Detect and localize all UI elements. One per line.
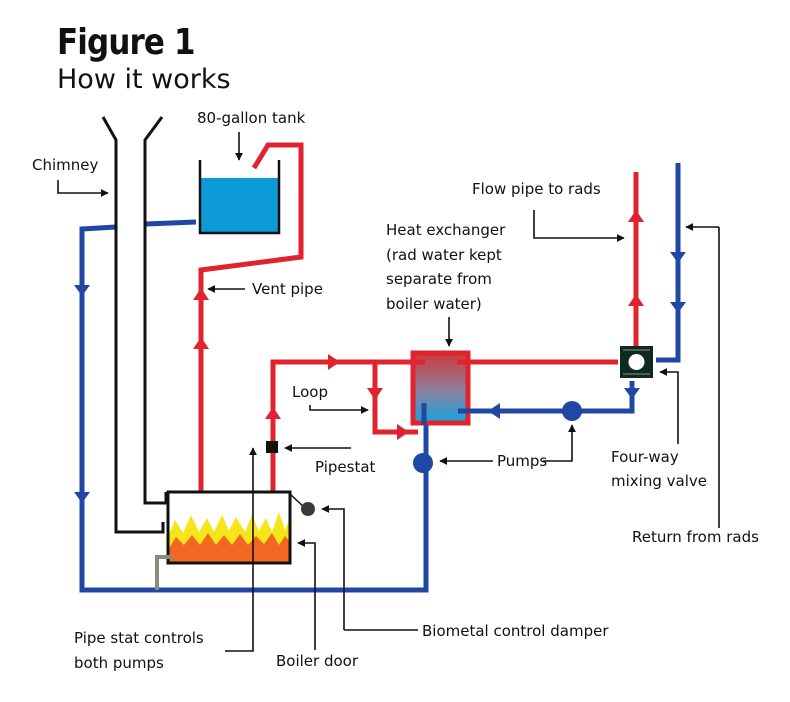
label-boiler-door: Boiler door	[276, 652, 359, 670]
flow-arrow-right	[328, 354, 340, 370]
gray-drain-pipe	[155, 555, 173, 590]
label-pipe-stat-controls-1: Pipe stat controls	[74, 629, 204, 647]
flow-arrow-down	[670, 302, 686, 313]
label-damper: Biometal control damper	[422, 622, 609, 640]
flow-arrow-up	[193, 337, 209, 349]
leader-lines	[57, 132, 719, 652]
hot-flow-arrows	[193, 210, 644, 440]
label-vent-pipe: Vent pipe	[252, 280, 323, 298]
flow-arrow-down	[367, 388, 383, 400]
leader-flow-pipe	[533, 210, 625, 242]
chimney	[101, 116, 168, 534]
boiler	[155, 490, 315, 590]
tank-outline	[198, 160, 281, 235]
flame-orange	[168, 533, 290, 563]
cold-flow-arrows	[74, 252, 686, 503]
label-chimney: Chimney	[32, 156, 98, 174]
label-heat-exchanger-4: boiler water)	[386, 295, 482, 313]
leader-pipe-stat-controls	[225, 447, 257, 652]
flow-arrow-right	[397, 424, 409, 440]
leader-damper	[321, 505, 345, 630]
label-return: Return from rads	[632, 528, 759, 546]
cold-pipe-return-rads	[656, 163, 681, 363]
flow-arrow-up	[193, 288, 209, 300]
flow-arrow-left	[488, 403, 500, 419]
tank	[198, 160, 281, 235]
flow-arrow-down	[624, 388, 640, 399]
vent-pipe	[198, 142, 304, 492]
label-pipestat: Pipestat	[315, 458, 376, 476]
leader-loop	[309, 405, 369, 414]
label-flow-pipe: Flow pipe to rads	[472, 180, 601, 198]
flow-arrow-up	[628, 294, 644, 306]
control-damper	[301, 502, 315, 516]
label-loop: Loop	[292, 383, 328, 401]
cold-pipes	[79, 163, 681, 593]
cold-pipe-hx-return	[458, 381, 635, 414]
cold-pipe-left-riser	[79, 224, 429, 593]
label-heat-exchanger-1: Heat exchanger	[386, 221, 506, 239]
figure-subtitle: How it works	[57, 64, 231, 95]
figure-title: Figure 1	[57, 22, 196, 63]
label-pumps: Pumps	[497, 452, 547, 470]
pipestat-sensor	[266, 441, 278, 453]
leader-pump-return	[543, 424, 576, 462]
leader-chimney	[57, 180, 109, 197]
label-heat-exchanger-2: (rad water kept	[386, 246, 502, 264]
label-four-way-1: Four-way	[611, 448, 679, 466]
label-heat-exchanger-3: separate from	[386, 270, 492, 288]
leader-four-way-valve	[659, 368, 679, 444]
leader-boiler-door	[297, 539, 316, 650]
label-tank: 80-gallon tank	[197, 109, 306, 127]
flow-arrow-down	[670, 252, 686, 263]
labels: 80-gallon tank Chimney Vent pipe Flow pi…	[32, 109, 759, 672]
flow-arrow-up	[628, 210, 644, 222]
label-four-way-2: mixing valve	[611, 472, 707, 490]
pump-boiler	[413, 453, 433, 473]
label-pipe-stat-controls-2: both pumps	[74, 654, 164, 672]
flow-arrow-down	[74, 285, 90, 296]
four-way-mixing-valve	[620, 346, 653, 378]
pump-return	[562, 401, 582, 421]
tank-water	[200, 178, 279, 233]
heat-exchanger	[410, 350, 472, 426]
cold-pipe-tank-feed	[145, 219, 197, 227]
flow-arrow-up	[265, 407, 281, 419]
flow-arrow-down	[74, 492, 90, 503]
